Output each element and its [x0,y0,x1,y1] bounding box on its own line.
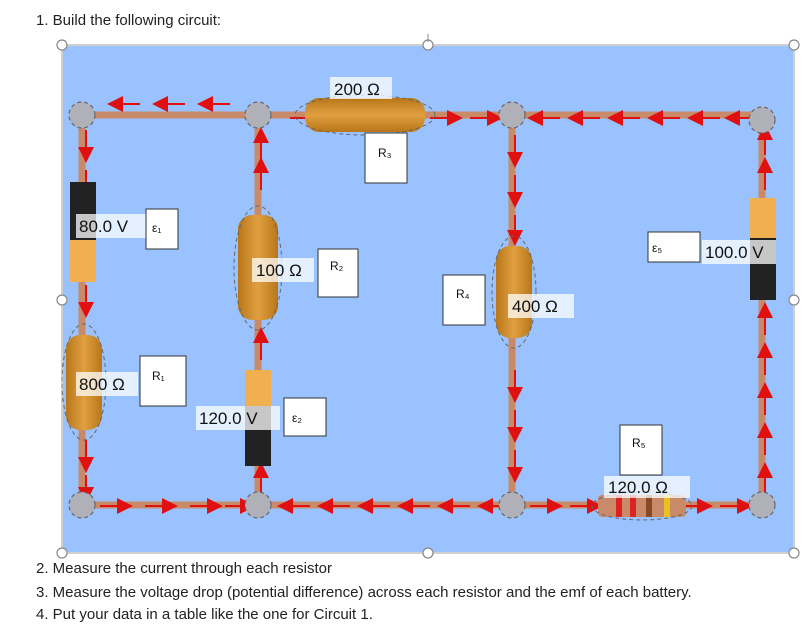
e5-value: 100.0 V [705,243,764,262]
circuit-background [63,46,793,552]
name-box-r2: R₂ [317,248,359,298]
value-label-e5: 100.0 V [702,240,776,264]
junction-bottom-left [68,491,96,519]
resistor-r3-body [305,98,425,132]
r1-label: R₁ [152,369,165,383]
r5-label: R₅ [632,436,646,450]
junction-bottom-right [748,491,776,519]
junction-bottom-branch2 [244,491,272,519]
e2-label: ε₂ [292,411,302,425]
junction-top-branch2 [244,101,272,129]
e5-label: ε₅ [652,241,662,255]
value-label-e1: 80.0 V [76,214,146,238]
value-label-r1: 800 Ω [76,372,138,396]
name-box-e5: ε₅ [647,231,701,263]
value-label-r3: 200 Ω [330,77,392,99]
resize-handle-bottom-right[interactable] [788,547,800,559]
name-box-r1: R₁ [139,355,187,407]
value-label-r5: 120.0 Ω [604,476,690,498]
junction-bottom-branch4 [498,491,526,519]
r5-value: 120.0 Ω [608,478,668,497]
resize-handle-top-right[interactable] [788,39,800,51]
name-box-r4: R₄ [442,274,486,326]
junction-top-branch4 [498,101,526,129]
instruction-step-4: 4. Put your data in a table like the one… [36,606,373,623]
r3-label: R₃ [378,146,392,160]
r2-value: 100 Ω [256,261,302,280]
resize-handles[interactable] [56,39,800,559]
value-label-r4: 400 Ω [508,294,574,318]
resize-handle-middle-right[interactable] [788,294,800,306]
resistor-r4-body [496,246,532,338]
instruction-step-2: 2. Measure the current through each resi… [36,560,332,577]
battery-e1 [70,182,96,282]
e1-label: ε₁ [152,221,161,235]
r4-value: 400 Ω [512,297,558,316]
r3-value: 200 Ω [334,80,380,99]
resize-handle-bottom-center[interactable] [422,547,434,559]
e2-value: 120.0 V [199,409,258,428]
name-box-r5: R₅ [619,424,663,476]
r2-label: R₂ [330,259,344,273]
value-label-e2: 120.0 V [196,406,280,430]
r4-label: R₄ [456,287,470,301]
e1-value: 80.0 V [79,217,129,236]
name-box-r3: R₃ [364,132,408,184]
instruction-step-3: 3. Measure the voltage drop (potential d… [36,584,692,601]
resistor-r5-body [598,495,686,517]
resize-handle-middle-left[interactable] [56,294,68,306]
junction-top-right [748,106,776,134]
junction-top-left [68,101,96,129]
resize-handle-bottom-left[interactable] [56,547,68,559]
value-label-r2: 100 Ω [252,258,314,282]
junctions [68,101,776,519]
r1-value: 800 Ω [79,375,125,394]
instruction-step-1: 1. Build the following circuit: [36,12,222,29]
resize-handle-top-left[interactable] [56,39,68,51]
name-box-e1: ε₁ [145,208,179,250]
name-box-e2: ε₂ [283,397,327,437]
